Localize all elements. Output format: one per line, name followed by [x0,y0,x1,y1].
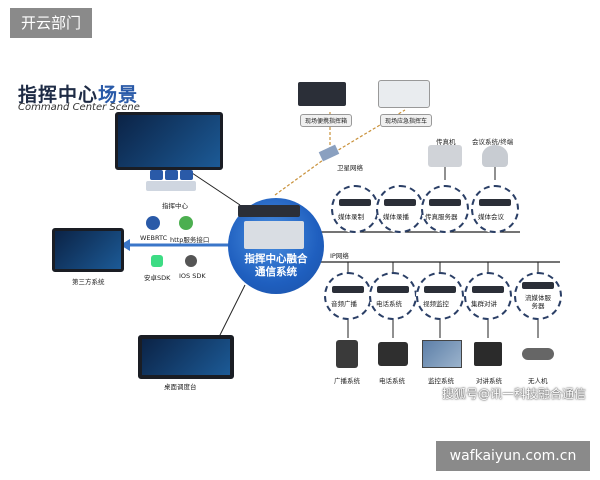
bottom-device-1-label: 广播系统 [334,377,360,385]
lower-node-4 [464,272,512,320]
portable-terminal-icon [298,82,346,106]
diagram-title: 指挥中心场景 [18,80,138,107]
android-icon [151,255,163,267]
conf-terminal-label: 会议系统/终端 [472,138,514,146]
command-center-wall [115,112,223,170]
apple-icon [185,255,197,267]
rack-icon-u4 [479,199,511,206]
webrtc-label: WEBRTC [140,234,168,242]
lower-node-2-label: 电话系统 [376,300,402,308]
third-party-label: 第三方系统 [72,278,105,286]
upper-node-3-label: 传真服务器 [425,213,458,221]
bottom-device-2-label: 电话系统 [379,377,405,385]
hub-title: 指挥中心融合 通信系统 [232,253,320,279]
portable-terminal-label: 现场便携指挥箱 [300,114,353,127]
top-badge: 开云部门 [10,8,92,38]
footer-domain: wafkaiyun.com.cn [436,441,590,471]
fax-machine-icon [428,145,462,167]
android-label: 安卓SDK [144,274,171,282]
video-wall-screen [115,112,223,170]
fax-label: 传真机 [436,138,456,146]
upper-node-2-label: 媒体录播 [383,213,409,221]
emergency-vehicle-label: 现场应急指挥车 [380,114,433,127]
conference-camera-icon [482,145,508,167]
rack-icon-u2 [384,199,416,206]
radio-icon [474,342,502,366]
http-icon [179,216,193,230]
emergency-vehicle-icon [378,80,430,108]
rack-server-icon [238,205,300,217]
speaker-icon [336,340,358,368]
bottom-device-3-label: 监控系统 [428,377,454,385]
upper-node-3 [421,185,469,233]
rack-icon-l2 [377,286,409,293]
hub-line1: 指挥中心融合 [244,253,308,265]
bottom-device-5-label: 无人机 [528,377,548,385]
lower-node-3-label: 视频监控 [423,300,449,308]
title-part2: 场景 [98,84,139,106]
third-party-screen [52,228,124,272]
lower-node-3 [416,272,464,320]
lower-node-1-label: 音频广播 [331,300,357,308]
http-label: http服务接口 [170,236,210,244]
desk-console-screen [138,335,234,379]
upper-node-1-label: 媒体录制 [338,213,364,221]
command-center-label: 指挥中心 [162,202,188,210]
workstation-icon [146,168,196,194]
cctv-monitor-icon [422,340,462,368]
upper-node-1 [331,185,379,233]
watermark-text: 搜狐号@讯一科技融合通信 [441,387,586,401]
rack-icon-l4 [472,286,504,293]
webrtc-icon [146,216,160,230]
lower-node-5-label: 流媒体服务器 [525,294,551,310]
upper-node-4 [471,185,519,233]
lower-node-5 [514,272,562,320]
rack-icon-u1 [339,199,371,206]
upper-node-4-label: 媒体会议 [478,213,504,221]
diagram-subtitle: Command Center Scene [18,102,140,113]
desk-console-label: 桌面调度台 [164,383,197,391]
lower-node-2 [369,272,417,320]
switch-chassis-icon [244,221,304,249]
rack-icon-l5 [522,282,554,289]
upper-node-2 [376,185,424,233]
title-part1: 指挥中心 [18,84,99,106]
rack-icon-u3 [429,199,461,206]
rack-icon-l1 [332,286,364,293]
ip-network-label: IP网络 [330,252,349,260]
rack-icon-l3 [424,286,456,293]
hub-line2: 通信系统 [255,266,297,278]
ios-label: IOS SDK [179,272,206,280]
line-hub-satellite [274,154,331,196]
bottom-device-4-label: 对讲系统 [476,377,502,385]
lower-node-1 [324,272,372,320]
arrow-head-icon [120,239,130,251]
drone-icon [522,348,554,360]
satellite-label: 卫星网络 [337,164,363,172]
lower-node-4-label: 集群对讲 [471,300,497,308]
phone-icon [378,342,408,366]
